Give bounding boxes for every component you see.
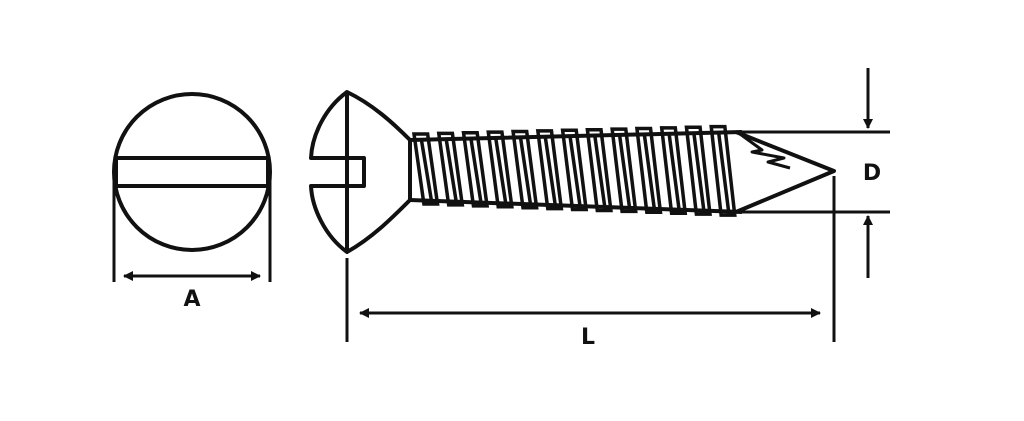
thread-crest [684,125,712,216]
head-slot [114,156,270,188]
screw-tip-thread [739,132,791,170]
thread-root [642,134,656,209]
thread-root [518,137,533,204]
thread-root [716,132,731,212]
thread-crest [634,126,663,215]
thread-root [444,139,458,202]
head-outline-circle [112,92,272,252]
screw-tip [735,130,836,214]
thread-root [419,139,434,201]
thread-root [617,134,632,208]
thread-root [568,136,582,206]
screw-side-view [309,90,836,254]
thread-crest [436,131,465,207]
label-a: A [183,287,200,312]
thread-crest [411,132,440,206]
thread-root [667,133,681,210]
thread-crest [610,127,638,214]
screw-head-top-view [112,92,272,252]
thread-root [469,138,483,203]
dimension-l [345,176,836,342]
thread-root [494,137,508,204]
dimension-a [112,172,272,282]
screw-head-profile [309,90,412,254]
dimension-d [742,68,890,278]
thread-root [543,136,557,205]
thread-crest [585,127,613,213]
thread-crest [535,129,564,211]
thread-root [593,135,607,207]
thread-root [692,133,706,211]
screw-threads [411,124,737,217]
thread-crest [486,130,514,209]
thread-crest [560,128,589,212]
thread-crest [709,124,737,217]
label-l: L [581,325,595,350]
thread-crest [511,129,539,210]
label-d: D [863,161,881,186]
thread-crest [461,131,490,208]
thread-crest [659,126,688,215]
